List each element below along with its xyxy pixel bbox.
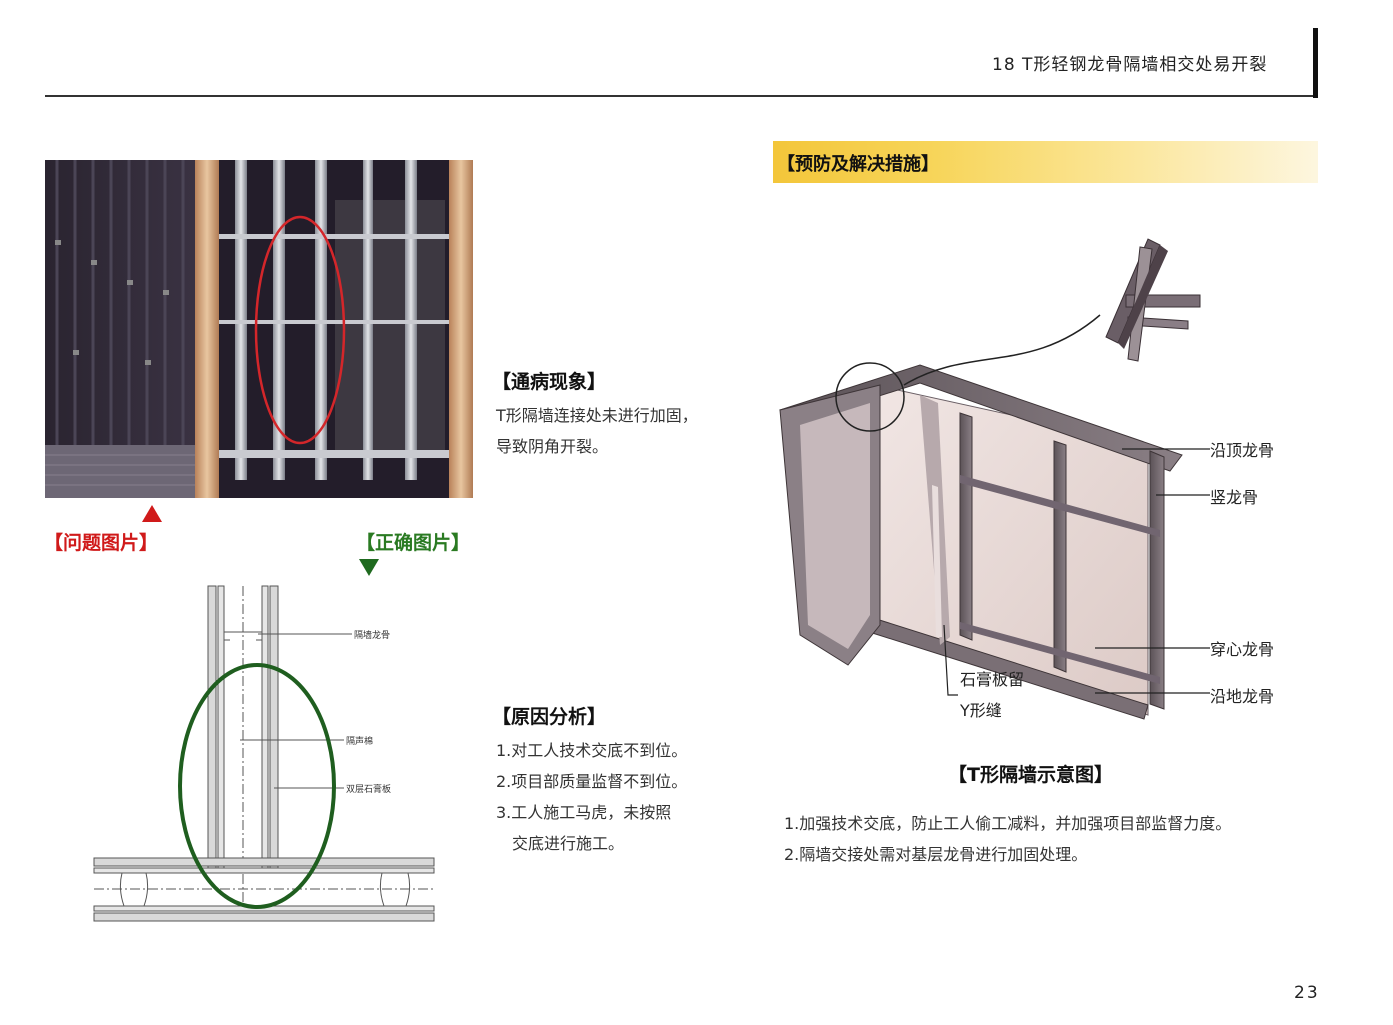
cause-item: 2.项目部质量监督不到位。 [496,772,688,791]
t-wall-caption: 【T形隔墙示意图】 [948,764,1113,786]
correct-detail-drawing: 隔墙龙骨 隔声棉 双层石膏板 [90,582,440,927]
problem-photo [45,160,473,498]
page-number: 23 [1294,983,1320,1003]
symptom-body: T形隔墙连接处未进行加固，导致阴角开裂。 [496,406,698,456]
detail-label-gypsum: 双层石膏板 [346,783,391,795]
callout-gypsum-gap-line2: Y形缝 [960,701,1002,720]
detail-label-stud: 隔墙龙骨 [354,629,390,641]
down-arrow-icon [359,559,379,576]
t-wall-diagram: 沿顶龙骨 竖龙骨 穿心龙骨 沿地龙骨 石膏板留 Y形缝 [770,225,1310,735]
callout-top-track: 沿顶龙骨 [1210,441,1275,460]
header-rule [45,95,1317,97]
problem-photo-label: 【问题图片】 [44,532,159,554]
solution-item: 2.隔墙交接处需对基层龙骨进行加固处理。 [784,845,1088,864]
cause-item: 1.对工人技术交底不到位。 [496,741,688,760]
cause-item: 交底进行施工。 [512,834,625,853]
callout-cross-channel: 穿心龙骨 [1210,640,1275,659]
prevention-banner [773,141,1318,183]
callout-gypsum-gap-line1: 石膏板留 [960,670,1025,689]
callout-vertical-stud: 竖龙骨 [1210,488,1259,507]
cause-title: 【原因分析】 [492,706,607,728]
symptom-title: 【通病现象】 [492,371,607,393]
callout-floor-track: 沿地龙骨 [1210,687,1275,706]
detail-label-insulation: 隔声棉 [346,735,373,747]
cause-list: 1.对工人技术交底不到位。 2.项目部质量监督不到位。 3.工人施工马虎，未按照… [496,735,711,859]
up-arrow-icon [142,505,162,522]
solution-item: 1.加强技术交底，防止工人偷工减料，并加强项目部监督力度。 [784,814,1232,833]
correct-photo-label: 【正确图片】 [356,532,471,554]
prevention-title: 【预防及解决措施】 [777,154,939,175]
header-accent-bar [1313,28,1318,98]
cause-item: 3.工人施工马虎，未按照 [496,803,672,822]
page-header-title: 18 T形轻钢龙骨隔墙相交处易开裂 [992,55,1268,75]
solution-list: 1.加强技术交底，防止工人偷工减料，并加强项目部监督力度。 2.隔墙交接处需对基… [784,808,1324,870]
